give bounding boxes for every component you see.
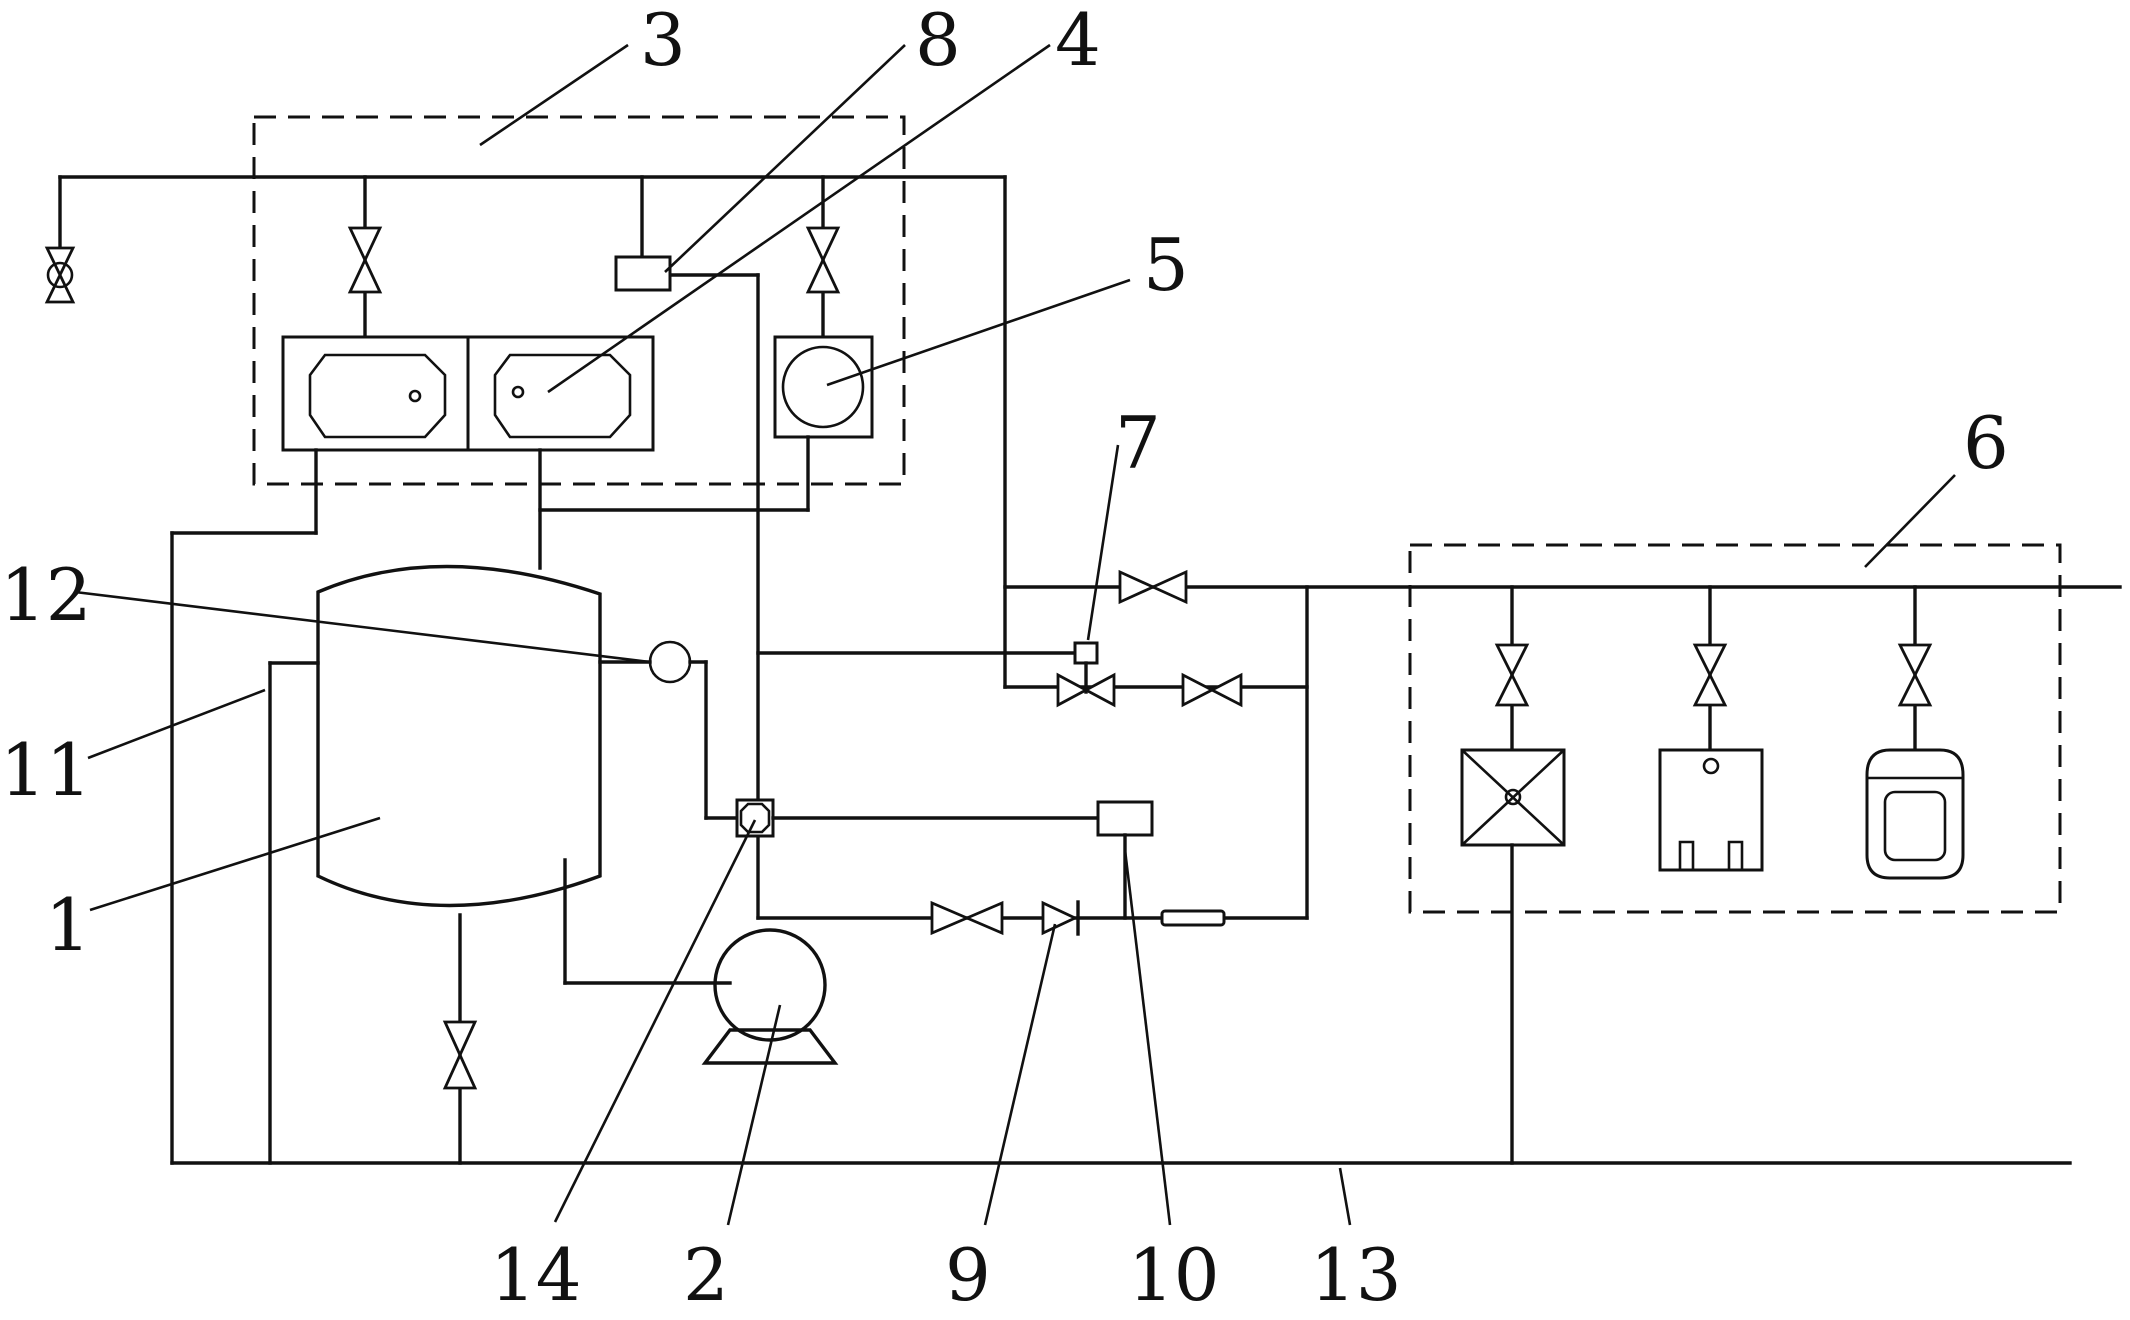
middle-pipes: [756, 585, 2122, 927]
tank-4-inner: [493, 353, 632, 439]
vessel-1-body: [316, 564, 602, 908]
component-7-actuator: [1073, 641, 1099, 665]
boundary-unit-3: [252, 115, 906, 486]
unit-6-equipment: [1460, 585, 1965, 1165]
unit-3-down-pipes: [170, 435, 810, 1165]
tank-5-inner: [781, 345, 865, 429]
component-8: [614, 255, 672, 292]
label-8: 8: [915, 0, 961, 82]
label-6: 6: [1963, 401, 2009, 485]
tank-left-port: [408, 389, 422, 403]
leader-lines: [74, 43, 1956, 1226]
unit-3-equipment: [281, 255, 874, 452]
valve-branch-3: [1897, 643, 1933, 707]
valve-top-1: [347, 226, 383, 294]
tank-4-port: [511, 385, 525, 399]
valve-bypass: [1181, 672, 1243, 708]
valve-7: [1056, 672, 1116, 708]
vessel-1: [268, 564, 742, 1165]
label-11: 11: [0, 728, 92, 812]
label-10: 10: [1128, 1233, 1220, 1317]
tank-left-inner: [308, 353, 447, 439]
tank-5: [773, 335, 874, 439]
boundary-unit-6: [1408, 543, 2062, 914]
label-12: 12: [0, 553, 92, 637]
valve-branch-2: [1692, 643, 1728, 707]
valve-vent: [44, 246, 76, 304]
valves: [44, 226, 1933, 1090]
label-1: 1: [45, 883, 91, 967]
fixture-right: [1865, 748, 1965, 880]
fixture-middle: [1658, 748, 1764, 872]
component-12: [648, 640, 692, 684]
label-4: 4: [1055, 0, 1101, 82]
label-2: 2: [683, 1233, 729, 1317]
valve-branch-1: [1494, 643, 1530, 707]
valve-drain: [442, 1020, 478, 1090]
tank-4: [466, 335, 655, 452]
label-3: 3: [640, 0, 686, 82]
labels: 3 8 4 5 7 6 12 11 1 14 2 9 10 13: [0, 0, 2009, 1317]
valve-top-2: [805, 226, 841, 294]
pump-2: [701, 928, 839, 1065]
label-14: 14: [490, 1233, 582, 1317]
label-13: 13: [1310, 1233, 1402, 1317]
flow-element: [1160, 909, 1226, 927]
label-7: 7: [1115, 401, 1161, 485]
valve-pump-outlet: [930, 900, 1004, 936]
label-5: 5: [1143, 223, 1189, 307]
component-14: [735, 798, 775, 838]
label-9: 9: [945, 1233, 991, 1317]
check-valve-9: [1041, 900, 1079, 936]
component-10: [1096, 800, 1154, 837]
top-pipes: [58, 175, 1007, 920]
pump-2-body: [713, 928, 827, 1042]
pump-2-base: [701, 1028, 839, 1065]
valve-main-line: [1118, 569, 1188, 605]
